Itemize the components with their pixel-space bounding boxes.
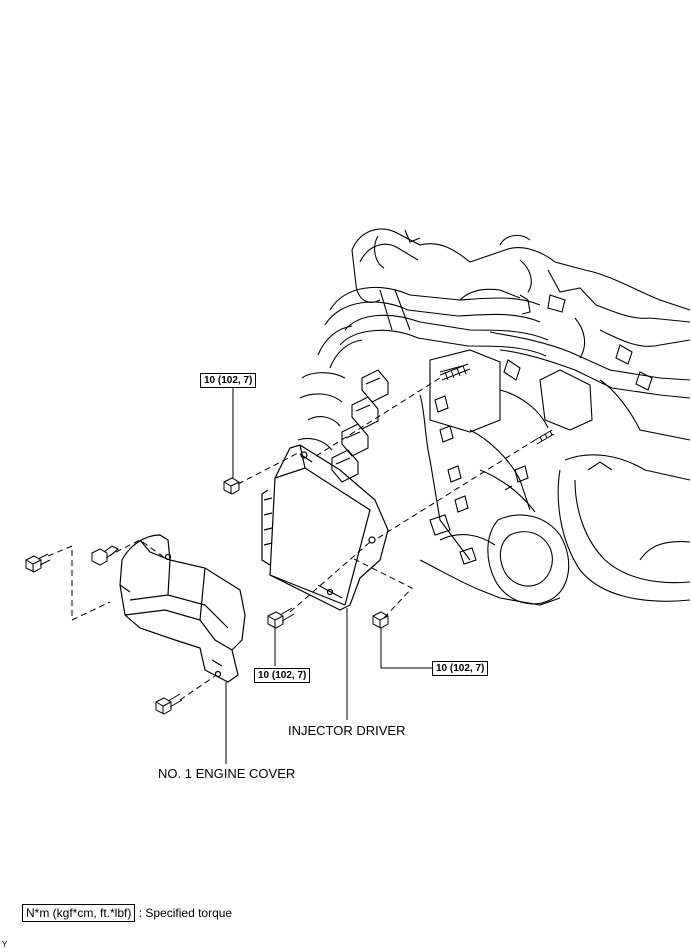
engine-cover-label: NO. 1 ENGINE COVER	[158, 766, 296, 781]
cover-bolt-bottom	[155, 693, 183, 715]
torque-spec-upper-left: 10 (102, 7)	[200, 373, 257, 388]
injector-driver-label: INJECTOR DRIVER	[288, 723, 406, 738]
studs	[439, 363, 555, 445]
figure-id: Y	[2, 940, 8, 949]
nut-lower-right	[372, 611, 389, 629]
engine-cover-body	[119, 534, 246, 683]
bolt-lower-left	[267, 607, 295, 629]
assembly-lines	[47, 377, 536, 701]
cover-bolt-left	[25, 553, 51, 573]
torque-spec-lower-left: 10 (102, 7)	[254, 668, 311, 683]
cover-clip	[91, 545, 119, 566]
injector-driver-body	[261, 444, 389, 611]
torque-legend: N*m (kgf*cm, ft.*lbf) : Specified torque	[22, 904, 232, 922]
torque-legend-description: : Specified torque	[138, 906, 233, 920]
torque-legend-unit: N*m (kgf*cm, ft.*lbf)	[22, 904, 136, 922]
engine-assembly	[297, 228, 691, 606]
torque-spec-lower-right: 10 (102, 7)	[432, 661, 489, 676]
injector-connectors	[297, 369, 389, 483]
nut-upper	[223, 477, 240, 495]
leader-lines	[225, 386, 432, 764]
